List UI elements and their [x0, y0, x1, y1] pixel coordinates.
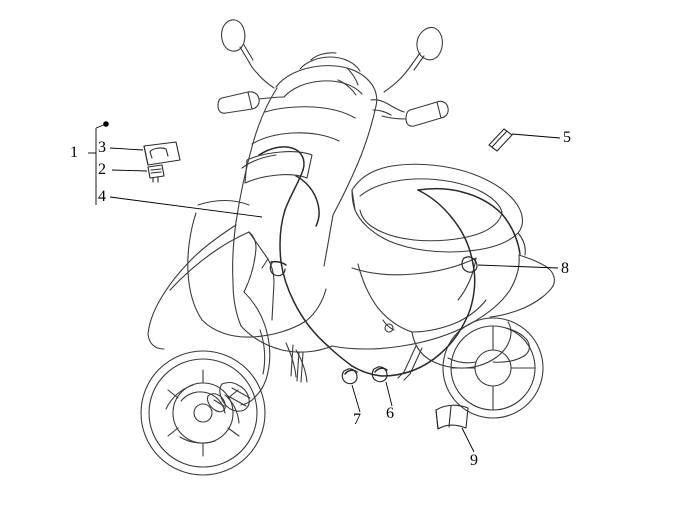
callout-label-7: 7 — [353, 411, 361, 428]
part-9-grommet — [435, 404, 469, 430]
part-3-relay-box — [143, 141, 181, 166]
harness-clamps — [269, 256, 478, 385]
part-5-cable — [488, 128, 513, 152]
callout-label-2: 2 — [98, 161, 106, 178]
callout-label-4: 4 — [98, 188, 106, 205]
front-wheel — [140, 350, 266, 476]
callout-label-5: 5 — [563, 129, 571, 146]
left-mirror-icon — [221, 19, 258, 74]
harness-origin-dot — [103, 121, 109, 127]
rear-wheel — [442, 317, 544, 419]
callout-label-9: 9 — [470, 452, 478, 469]
right-mirror-icon — [400, 26, 443, 79]
callout-label-8: 8 — [561, 260, 569, 277]
callout-label-1: 1 — [70, 144, 78, 161]
callout-label-6: 6 — [386, 405, 394, 422]
callout-label-3: 3 — [98, 139, 106, 156]
part-2-clip — [147, 164, 165, 183]
wiring-harness — [258, 146, 521, 377]
